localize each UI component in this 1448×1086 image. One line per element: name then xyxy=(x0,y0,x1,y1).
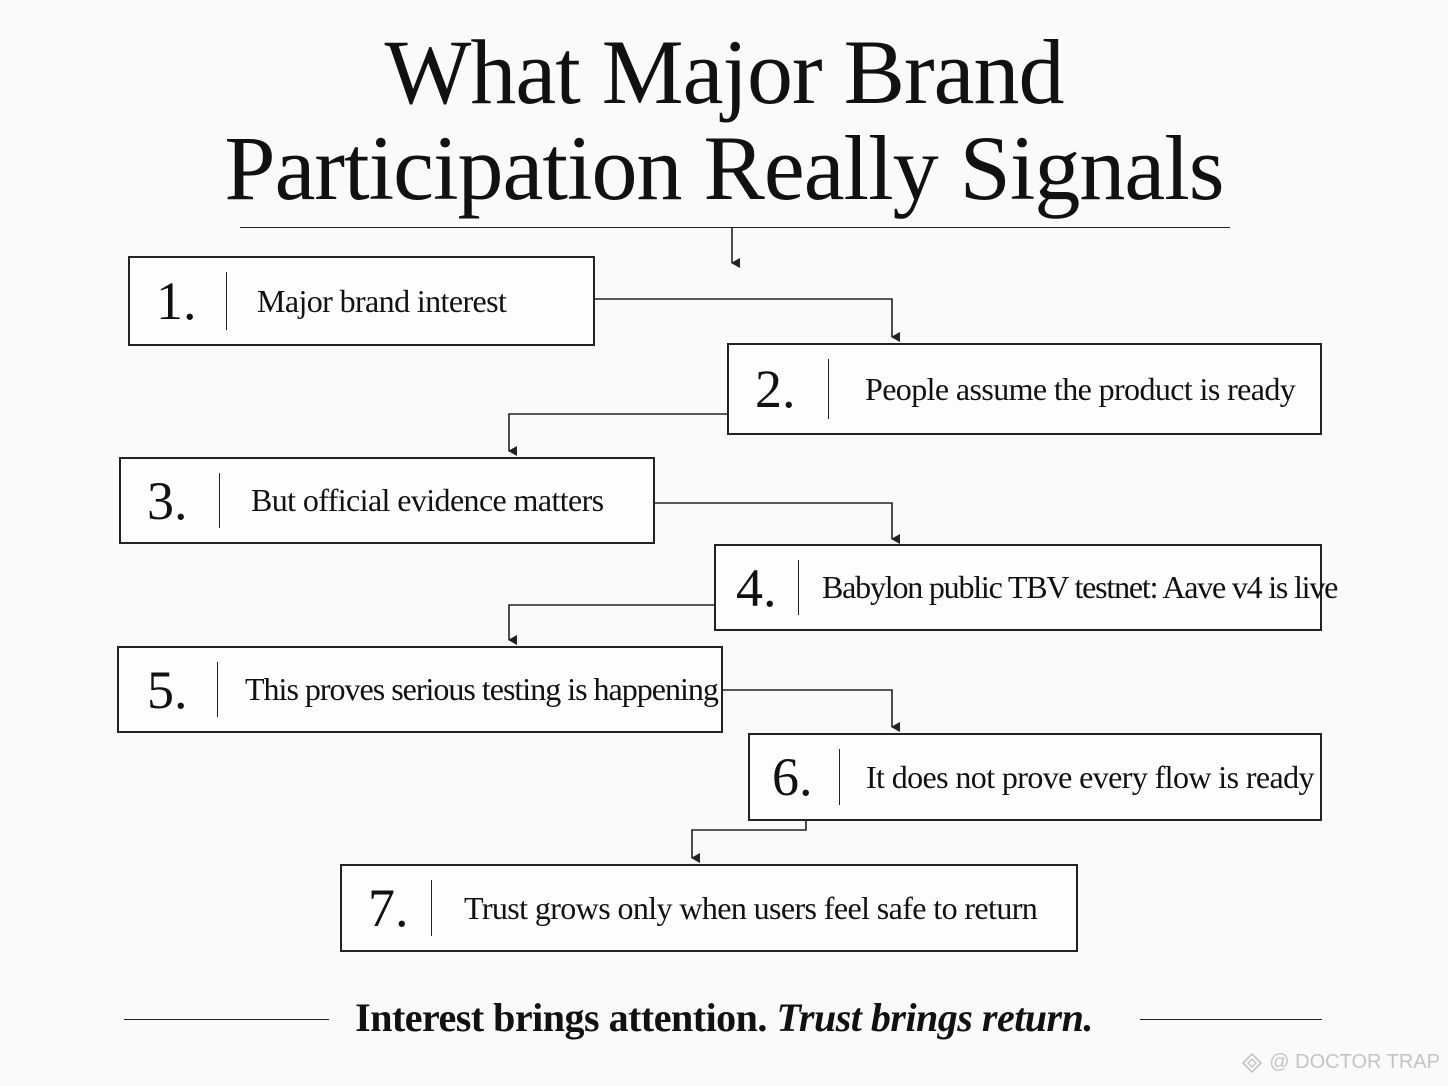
title-line-1: What Major Brand xyxy=(384,21,1065,123)
arrow-step-3-to-step-4 xyxy=(654,502,900,544)
step-divider xyxy=(219,473,220,528)
step-2-box: 2. People assume the product is ready xyxy=(727,343,1322,435)
step-4-box: 4. Babylon public TBV testnet: Aave v4 i… xyxy=(714,544,1338,631)
step-text: People assume the product is ready xyxy=(865,370,1296,407)
step-number: 5. xyxy=(147,659,188,720)
title-line-2: Participation Really Signals xyxy=(224,117,1224,219)
diamond-logo-icon xyxy=(1242,1052,1263,1073)
watermark-text: @ DOCTOR TRAP xyxy=(1269,1051,1440,1073)
step-text: Babylon public TBV testnet: Aave v4 is l… xyxy=(822,569,1338,605)
step-5-box: 5. This proves serious testing is happen… xyxy=(117,646,723,733)
step-divider xyxy=(839,749,840,805)
step-number: 7. xyxy=(368,878,409,938)
step-divider xyxy=(431,880,432,936)
step-text: Major brand interest xyxy=(257,282,507,319)
tagline-rule-left xyxy=(124,1019,329,1020)
step-divider xyxy=(798,560,799,615)
step-text: This proves serious testing is happening xyxy=(245,671,719,707)
step-7-box: 7. Trust grows only when users feel safe… xyxy=(340,864,1078,952)
step-text: But official evidence matters xyxy=(251,482,604,518)
step-number: 6. xyxy=(772,747,813,807)
step-divider xyxy=(217,662,218,717)
watermark: @ DOCTOR TRAP xyxy=(1241,1051,1440,1074)
step-number: 4. xyxy=(736,557,777,618)
step-divider xyxy=(226,272,227,330)
step-text: Trust grows only when users feel safe to… xyxy=(464,889,1038,926)
arrow-step-2-to-step-3 xyxy=(508,413,728,456)
arrow-step-4-to-step-5 xyxy=(508,604,715,645)
step-number: 3. xyxy=(147,470,188,531)
step-1-box: 1. Major brand interest xyxy=(128,256,595,346)
title-underline xyxy=(240,227,1230,228)
step-3-box: 3. But official evidence matters xyxy=(119,457,655,544)
tagline-part-2: Trust brings return. xyxy=(776,995,1093,1040)
arrow-step-6-to-step-7 xyxy=(691,821,807,863)
step-number: 1. xyxy=(156,271,197,331)
tagline-rule-right xyxy=(1140,1019,1322,1020)
step-6-box: 6. It does not prove every flow is ready xyxy=(748,733,1322,821)
step-text: It does not prove every flow is ready xyxy=(866,758,1314,795)
step-number: 2. xyxy=(755,359,796,419)
tagline-part-1: Interest brings attention. xyxy=(355,995,767,1040)
tagline: Interest brings attention. Trust brings … xyxy=(0,994,1448,1041)
arrow-step-1-to-step-2 xyxy=(594,298,900,342)
arrow-step-5-to-step-6 xyxy=(723,689,900,732)
step-divider xyxy=(828,359,829,419)
